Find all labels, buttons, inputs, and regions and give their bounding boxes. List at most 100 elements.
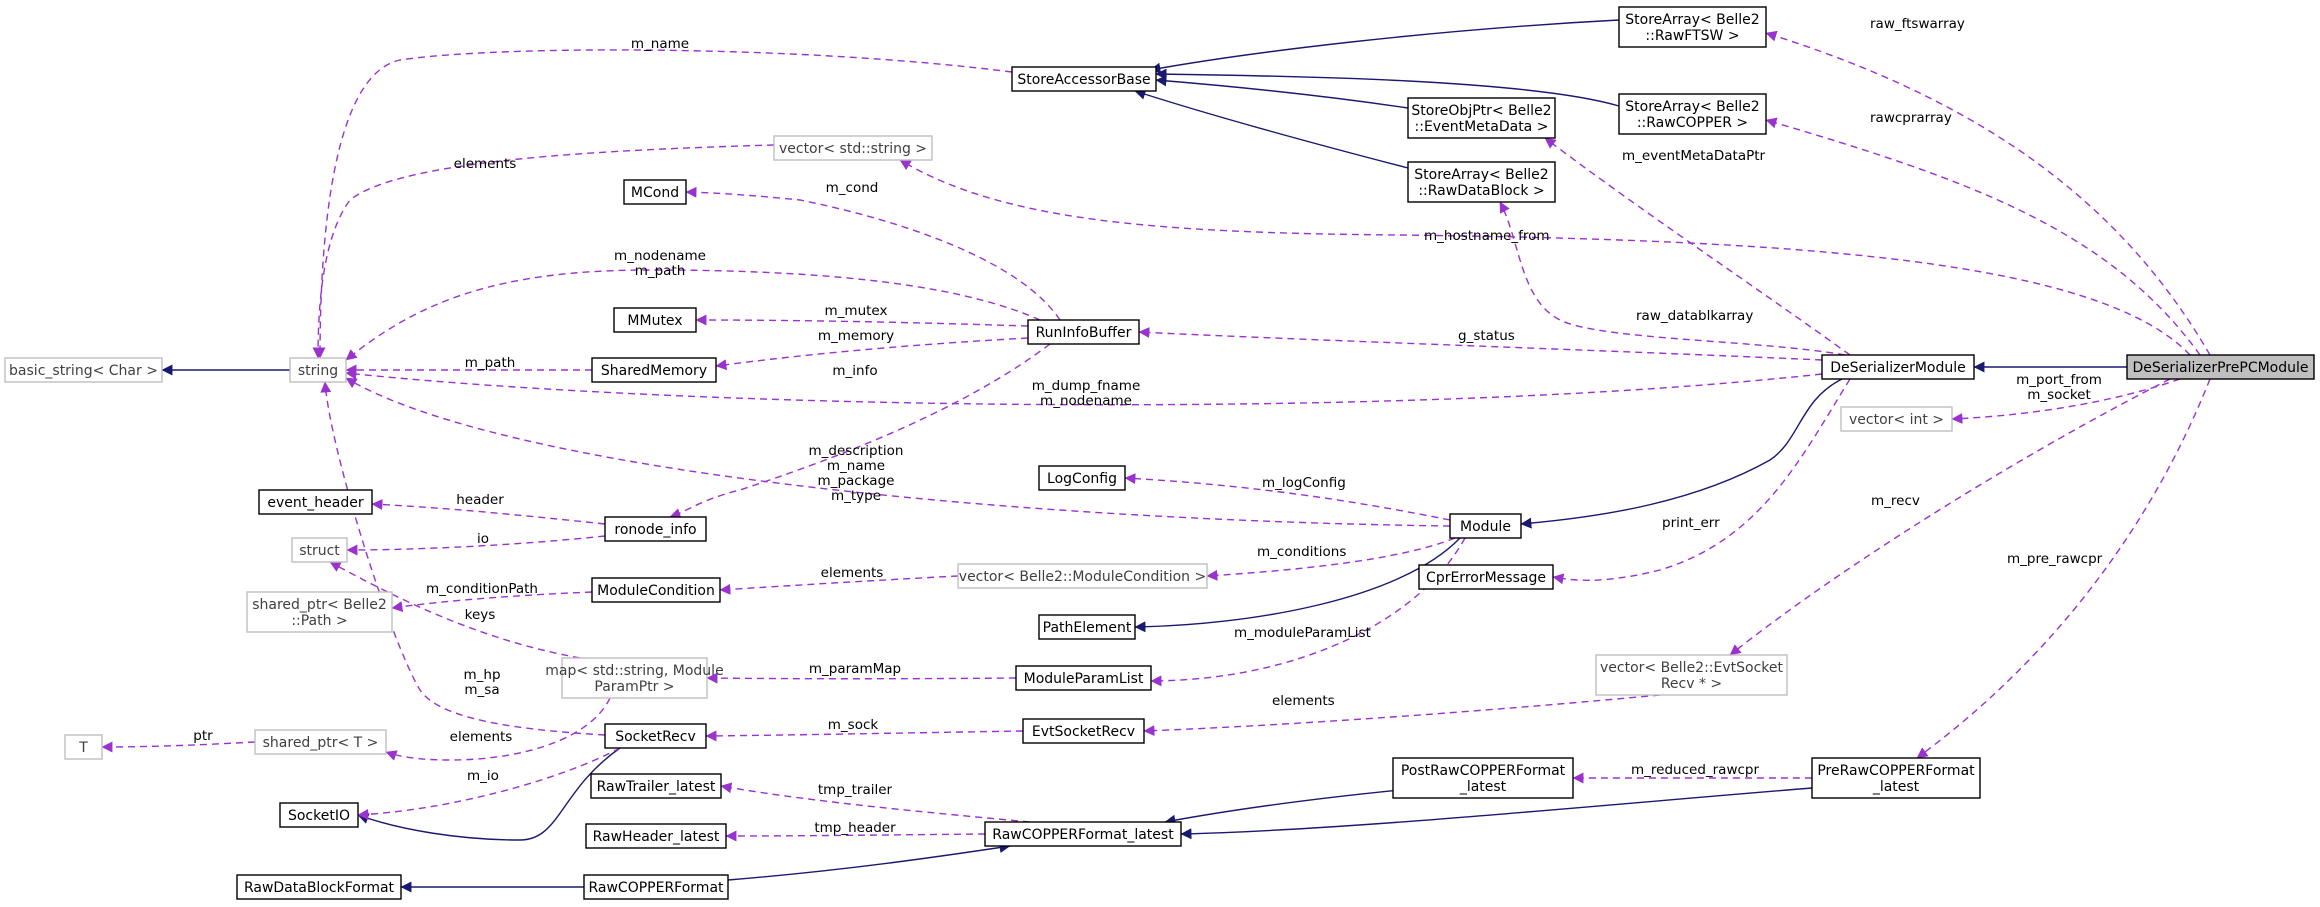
class-box [623, 179, 687, 205]
class-name: Module [1460, 519, 1511, 535]
class-box [591, 577, 721, 603]
edge-label-m-path: m_path [465, 355, 516, 371]
inheritance-edge-inh-module-path [1134, 537, 1461, 633]
class-name: SocketRecv [615, 729, 696, 745]
class-node-pathelement[interactable]: PathElement [1038, 614, 1136, 640]
class-box [1595, 654, 1788, 696]
class-node-struct[interactable]: struct [291, 537, 348, 563]
class-node-runinfobuffer[interactable]: RunInfoBuffer [1027, 319, 1140, 345]
class-box [1618, 6, 1767, 48]
class-node-mmutex[interactable]: MMutex [613, 307, 697, 333]
usage-edge-use-map-struct [329, 561, 581, 659]
class-node-logconfig[interactable]: LogConfig [1038, 465, 1126, 491]
class-node-deserializerprepcmodule[interactable]: DeSerializerPrePCModule [2126, 354, 2315, 380]
usage-edge-use-socketrecv-socketio [357, 747, 621, 820]
class-node-vector-string[interactable]: vector< std::string > [773, 135, 933, 161]
class-node-rawcopperformat-latest[interactable]: RawCOPPERFormat_latest [984, 821, 1182, 847]
class-node-postrawcopperformat-latest[interactable]: PostRawCOPPERFormat_latest [1392, 757, 1574, 799]
class-node-module[interactable]: Module [1449, 513, 1522, 539]
class-node-cprerrormessage[interactable]: CprErrorMessage [1418, 564, 1554, 590]
class-node-evtsocketrecv[interactable]: EvtSocketRecv [1022, 718, 1145, 744]
class-node-moduleparamlist[interactable]: ModuleParamList [1015, 665, 1152, 691]
class-node-t[interactable]: T [64, 734, 103, 760]
class-node-string[interactable]: string [289, 357, 347, 383]
class-node-storearray-rawcopper[interactable]: StoreArray< Belle2::RawCOPPER > [1618, 93, 1767, 135]
edge-label-tmp-header: tmp_header [814, 820, 896, 836]
class-box [1407, 161, 1556, 203]
class-name: ModuleParamList [1024, 671, 1144, 687]
edge-label-raw-datablkarray: raw_datablkarray [1636, 308, 1753, 324]
class-node-rawcopperformat[interactable]: RawCOPPERFormat [583, 874, 729, 900]
class-box [604, 723, 707, 749]
class-node-storearray-rawdatablock[interactable]: StoreArray< Belle2::RawDataBlock > [1407, 161, 1556, 203]
class-box [246, 591, 393, 633]
usage-edge-use-module-string [345, 377, 1451, 527]
usage-edge-use-vecevt-evtsocket [1143, 694, 1661, 737]
class-node-shared-ptr-path[interactable]: shared_ptr< Belle2::Path > [246, 591, 393, 633]
inheritance-edge-inh-copper-base [1155, 68, 1620, 107]
edge-label-keys: keys [465, 607, 496, 623]
edge-label-m-pre-rawcpr: m_pre_rawcpr [2007, 551, 2103, 567]
class-node-event-header[interactable]: event_header [258, 489, 373, 515]
usage-edge-use-runinfo-string [345, 269, 1041, 361]
class-node-basic-string[interactable]: basic_string< Char > [4, 357, 163, 383]
edge-label-m-io: m_io [467, 768, 499, 784]
class-name: DeSerializerModule [1830, 360, 1966, 376]
class-name: ModuleCondition [597, 583, 715, 599]
edge-label-m-sock: m_sock [828, 717, 879, 733]
class-name: StoreArray< Belle2::RawDataBlock > [1414, 167, 1548, 199]
class-name: RawHeader_latest [593, 829, 720, 845]
edge-label-header: header [456, 492, 504, 508]
class-box [236, 874, 402, 900]
class-box [1821, 354, 1975, 380]
class-node-storearray-rawftsw[interactable]: StoreArray< Belle2::RawFTSW > [1618, 6, 1767, 48]
usage-edge-use-base-string [314, 49, 1013, 359]
class-name: StoreArray< Belle2::RawCOPPER > [1625, 99, 1759, 131]
class-box [64, 734, 103, 760]
class-node-vector-int[interactable]: vector< int > [1840, 406, 1953, 432]
class-node-modulecondition[interactable]: ModuleCondition [591, 577, 721, 603]
class-node-rawheader-latest[interactable]: RawHeader_latest [585, 823, 727, 849]
class-node-socketrecv[interactable]: SocketRecv [604, 723, 707, 749]
class-name: RawCOPPERFormat_latest [992, 827, 1174, 843]
class-node-sharedmemory[interactable]: SharedMemory [591, 357, 717, 383]
class-name: struct [299, 543, 340, 559]
class-name: EvtSocketRecv [1032, 724, 1135, 740]
class-box [1392, 757, 1574, 799]
class-name: PostRawCOPPERFormat_latest [1401, 763, 1566, 795]
inheritance-edge-inh-pre-latest [1180, 787, 1813, 840]
class-node-shared-ptr-t[interactable]: shared_ptr< T > [254, 729, 387, 755]
class-node-ronode-info[interactable]: ronode_info [604, 516, 707, 542]
edge-label-m-logconfig: m_logConfig [1262, 475, 1346, 491]
class-node-socketio[interactable]: SocketIO [279, 802, 359, 828]
class-node-storeobjptr-eventmetadata[interactable]: StoreObjPtr< Belle2::EventMetaData > [1407, 97, 1556, 139]
inheritance-edge-inh-eventmeta-base [1155, 75, 1409, 109]
class-node-rawtrailer-latest[interactable]: RawTrailer_latest [590, 773, 722, 799]
edge-label-ptr: ptr [193, 728, 213, 744]
class-name: StoreArray< Belle2::RawFTSW > [1625, 12, 1759, 44]
class-node-rawdatablockformat[interactable]: RawDataBlockFormat [236, 874, 402, 900]
edge-label-io: io [477, 531, 489, 547]
class-node-prerawcopperformat-latest[interactable]: PreRawCOPPERFormat_latest [1811, 757, 1981, 799]
class-node-vector-modulecondition[interactable]: vector< Belle2::ModuleCondition > [957, 563, 1208, 589]
edge-label-g-status: g_status [1458, 328, 1515, 344]
class-name: string [298, 363, 338, 379]
inheritance-edge-inh-deser-module [1520, 378, 1843, 529]
class-node-mcond[interactable]: MCond [623, 179, 687, 205]
usage-edge-use-latest-trailer [720, 782, 1031, 823]
usage-edge-use-latest-header [725, 830, 986, 842]
class-box [984, 821, 1182, 847]
usage-edge-use-sharedptrt-t [101, 741, 256, 753]
usage-edge-use-ronode-eventheader [371, 499, 606, 525]
usage-edge-use-module-vecmodcond [1206, 537, 1456, 581]
edge-label-print-err: print_err [1662, 515, 1720, 531]
edge-label-elements-cond: elements [821, 565, 884, 581]
class-node-deserializermodule[interactable]: DeSerializerModule [1821, 354, 1975, 380]
class-box [1840, 406, 1953, 432]
class-node-storeaccessorbase[interactable]: StoreAccessorBase [1011, 66, 1157, 92]
edge-label-m-eventmetadataptr: m_eventMetaDataPtr [1622, 148, 1766, 164]
